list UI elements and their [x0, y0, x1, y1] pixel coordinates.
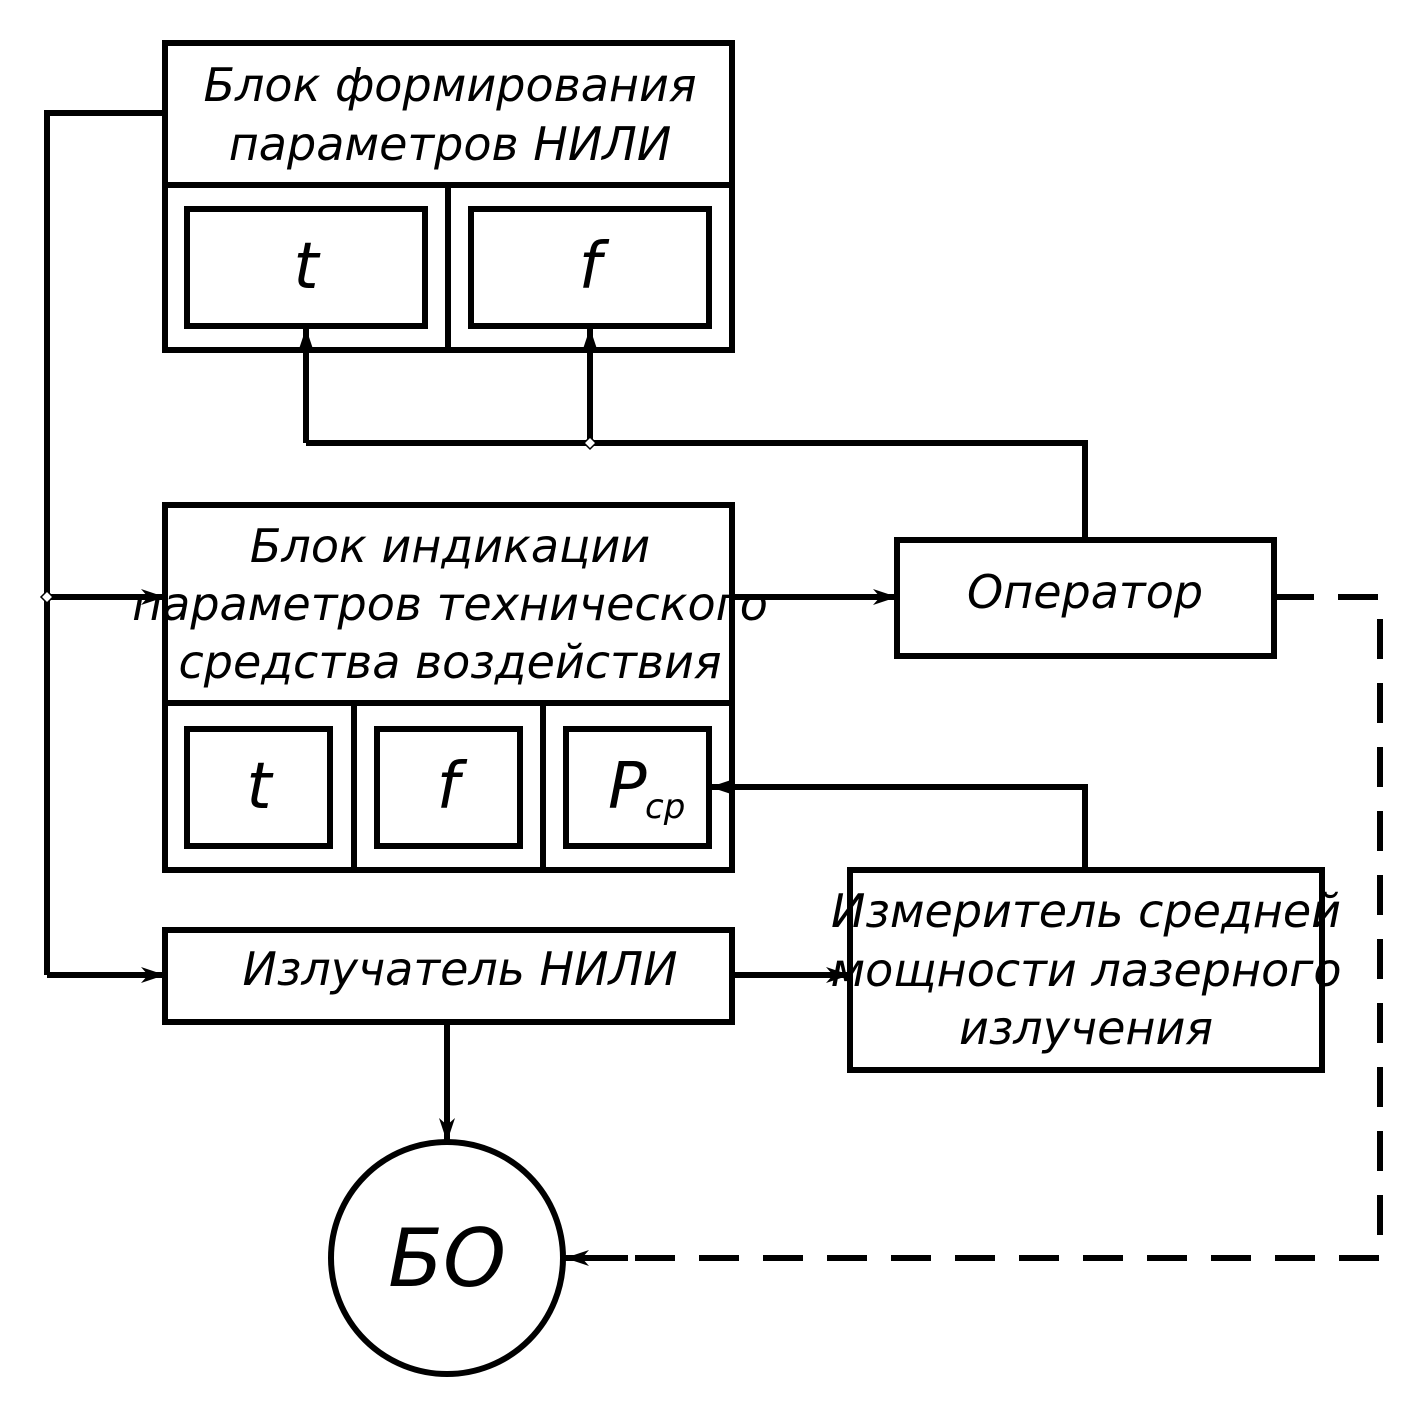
power-meter-line1: Измеритель средней	[831, 884, 1341, 938]
power-meter-line2: мощности лазерного	[830, 943, 1341, 997]
operator-label: Оператор	[967, 565, 1203, 619]
bo-label: БО	[388, 1212, 506, 1305]
indication-title-line2: параметров технического	[132, 577, 768, 631]
power-meter-block: Измеритель средней мощности лазерного из…	[830, 867, 1342, 1073]
indication-p-subscript: ср	[645, 787, 685, 827]
emitter-label: Излучатель НИЛИ	[242, 942, 677, 996]
indication-t-symbol: t	[246, 750, 274, 824]
indication-p-symbol: P	[608, 750, 647, 824]
left-bus-line	[44, 110, 165, 975]
indication-t-cell	[184, 726, 333, 849]
operator-block: Оператор	[894, 537, 1277, 659]
indication-p-cell	[563, 726, 712, 849]
emitter-block: Излучатель НИЛИ	[162, 927, 735, 1025]
indication-title-line3: средства воздействия	[178, 635, 721, 689]
formation-title-line2: параметров НИЛИ	[229, 117, 672, 171]
formation-t-symbol: t	[293, 230, 321, 304]
bo-circle: БО	[328, 1139, 566, 1377]
indication-f-cell	[374, 726, 523, 849]
indication-block: Блок индикации параметров технического с…	[132, 502, 768, 873]
formation-t-cell	[184, 206, 428, 329]
junction-marks	[39, 435, 598, 605]
indication-title-line1: Блок индикации	[250, 519, 650, 573]
operator-feedback-line	[306, 440, 1088, 540]
arrow-meter-to-p-cell	[710, 779, 1088, 870]
power-meter-line3: излучения	[959, 1001, 1213, 1055]
formation-block: Блок формирования параметров НИЛИ t f	[162, 40, 735, 353]
formation-f-cell	[468, 206, 712, 329]
formation-title-line1: Блок формирования	[203, 58, 696, 112]
